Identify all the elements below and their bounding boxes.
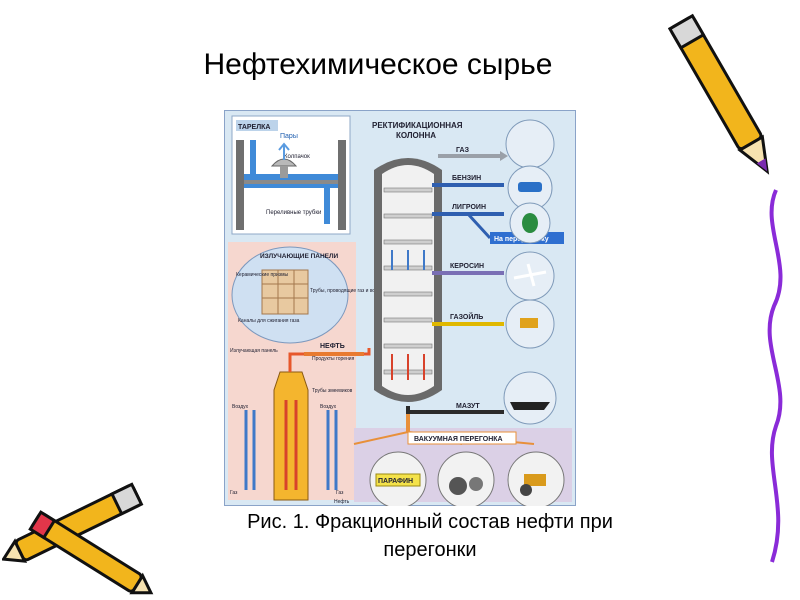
air-left-label: Воздух <box>232 404 249 410</box>
column-title-line2: КОЛОННА <box>396 131 436 140</box>
radiant-panels-label: ИЗЛУЧАЮЩИЕ ПАНЕЛИ <box>260 253 339 260</box>
overflow-tubes-label: Переливные трубки <box>266 210 321 216</box>
pencils-bottom-left-icon <box>2 482 154 595</box>
gas-tank-icon <box>505 119 555 169</box>
fractionating-column: РЕКТИФИКАЦИОННАЯ КОЛОННА <box>372 121 463 402</box>
furnace-section: ИЗЛУЧАЮЩИЕ ПАНЕЛИ Керамические призмы Тр… <box>230 246 386 505</box>
vapors-label: Пары <box>280 133 298 140</box>
product-icons <box>503 119 557 425</box>
coil-pipes-label: Трубы змеевиков <box>312 388 353 394</box>
ceramic-prisms-label: Керамические призмы <box>236 272 289 278</box>
fraction-mazut-label: МАЗУТ <box>456 403 480 410</box>
gas-left-label: Газ <box>230 490 238 496</box>
purple-squiggle-icon <box>767 189 783 563</box>
combustion-products-label: Продукты горения <box>312 356 355 362</box>
fraction-gasoline-label: БЕНЗИН <box>452 175 481 182</box>
oil-bottom-label: Нефть <box>334 499 350 505</box>
pipes-note-label: Трубы, проводящие газ и воздух <box>310 288 386 294</box>
column-title-line1: РЕКТИФИКАЦИОННАЯ <box>372 121 463 130</box>
cap-label: Колпачок <box>284 154 310 160</box>
oil-label: НЕФТЬ <box>320 343 345 350</box>
slide-title: Нефтехимическое сырье <box>203 48 553 81</box>
fraction-kerosene-label: КЕРОСИН <box>450 263 484 270</box>
figure-caption: Рис. 1. Фракционный состав нефти при пер… <box>150 508 710 564</box>
vacuum-distillation: ВАКУУМНАЯ ПЕРЕГОНКА ПАРАФИН <box>353 431 565 506</box>
plate-inset: ТАРЕЛКА Пары Колпачок Переливные трубки <box>231 115 351 235</box>
gears-icon <box>437 451 495 506</box>
pencil-top-right-icon <box>668 13 770 175</box>
caption-line-1: Рис. 1. Фракционный состав нефти при <box>247 511 613 533</box>
fraction-ligroin-label: ЛИГРОИН <box>452 204 486 211</box>
radiating-panel-label: Излучающая панель <box>230 348 278 354</box>
ship-icon <box>503 371 557 425</box>
caption-line-2: перегонки <box>383 539 477 561</box>
channels-label: Каналы для сжигания газа <box>238 318 300 324</box>
plate-title: ТАРЕЛКА <box>238 124 270 131</box>
vacuum-label: ВАКУУМНАЯ ПЕРЕГОНКА <box>414 436 503 443</box>
fraction-gas-label: ГАЗ <box>456 147 470 154</box>
fraction-gasoil-label: ГАЗОЙЛЬ <box>450 312 483 321</box>
oil-refining-diagram: ТАРЕЛКА Пары Колпачок Переливные трубки … <box>224 110 576 506</box>
paraffin-label: ПАРАФИН <box>378 478 413 485</box>
air-right-label: Воздух <box>320 404 337 410</box>
gas-right-label: Газ <box>336 490 344 496</box>
